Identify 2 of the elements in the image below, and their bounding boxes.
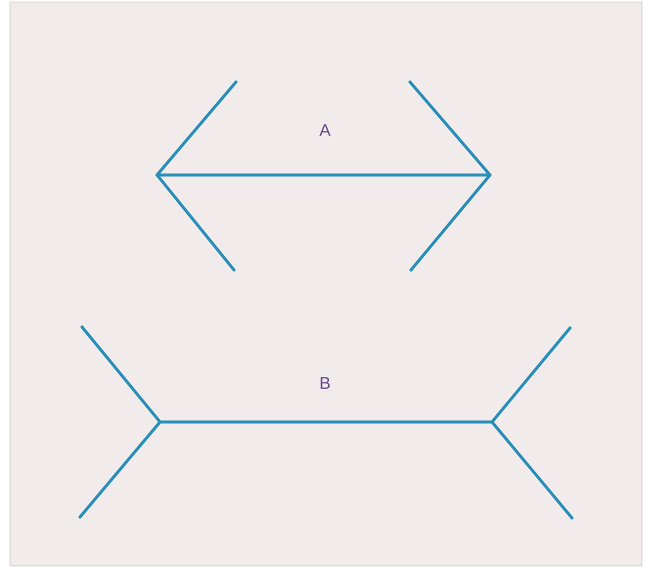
figure-label: A bbox=[319, 124, 331, 136]
figure-label: B bbox=[320, 377, 330, 389]
